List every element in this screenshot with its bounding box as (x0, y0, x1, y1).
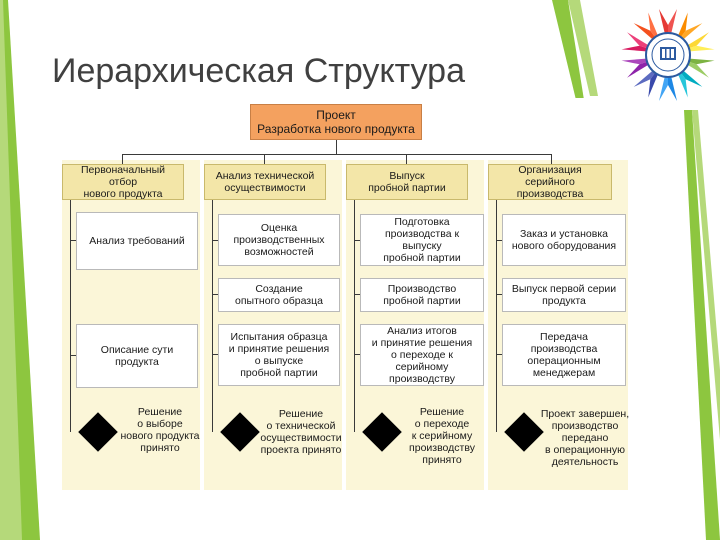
task-box: Заказ и установка нового оборудования (502, 214, 626, 266)
tick (212, 354, 218, 355)
spine-4 (496, 200, 497, 432)
green-accent-top-right (552, 0, 598, 100)
task-box: Оценка производственных возможностей (218, 214, 340, 266)
spine-3 (354, 200, 355, 432)
task-box: Испытания образца и принятие решения о в… (218, 324, 340, 386)
task-box: Анализ требований (76, 212, 198, 270)
tick (496, 294, 502, 295)
tick (212, 294, 218, 295)
spine-2 (212, 200, 213, 432)
decision-label: Проект завершен, производство передано в… (540, 408, 630, 468)
slide-title: Иерархическая Структура (52, 52, 465, 90)
decision-label: Решение о технической осуществимости про… (260, 408, 342, 456)
green-accent-right (684, 110, 720, 540)
tick (354, 294, 360, 295)
header-bus (122, 154, 552, 155)
tick (354, 354, 360, 355)
column-header-1: Первоначальный отбор нового продукта (62, 164, 184, 200)
spine-1 (70, 200, 71, 432)
decision-label: Решение о переходе к серийному производс… (409, 406, 475, 466)
tick (496, 240, 502, 241)
task-box: Передача производства операционным менед… (502, 324, 626, 386)
tick (496, 354, 502, 355)
task-box: Выпуск первой серии продукта (502, 278, 626, 312)
tick (212, 240, 218, 241)
decision-label: Решение о выборе нового продукта принято (120, 406, 200, 454)
column-header-2: Анализ технической осуществимости (204, 164, 326, 200)
drop-3 (406, 154, 407, 164)
green-accent-left (0, 0, 40, 540)
task-box: Создание опытного образца (218, 278, 340, 312)
drop-4 (551, 154, 552, 164)
tick (70, 355, 76, 356)
tick (70, 240, 76, 241)
task-box: Производство пробной партии (360, 278, 484, 312)
rainbow-flower-logo (612, 0, 720, 110)
task-box: Анализ итогов и принятие решения о перех… (360, 324, 484, 386)
column-header-4: Организация серийного производства (488, 164, 612, 200)
root-stem (336, 140, 337, 154)
task-box: Подготовка производства к выпуску пробно… (360, 214, 484, 266)
task-box: Описание сути продукта (76, 324, 198, 388)
column-header-3: Выпуск пробной партии (346, 164, 468, 200)
root-node: Проект Разработка нового продукта (250, 104, 422, 140)
drop-1 (122, 154, 123, 164)
drop-2 (264, 154, 265, 164)
tick (354, 240, 360, 241)
